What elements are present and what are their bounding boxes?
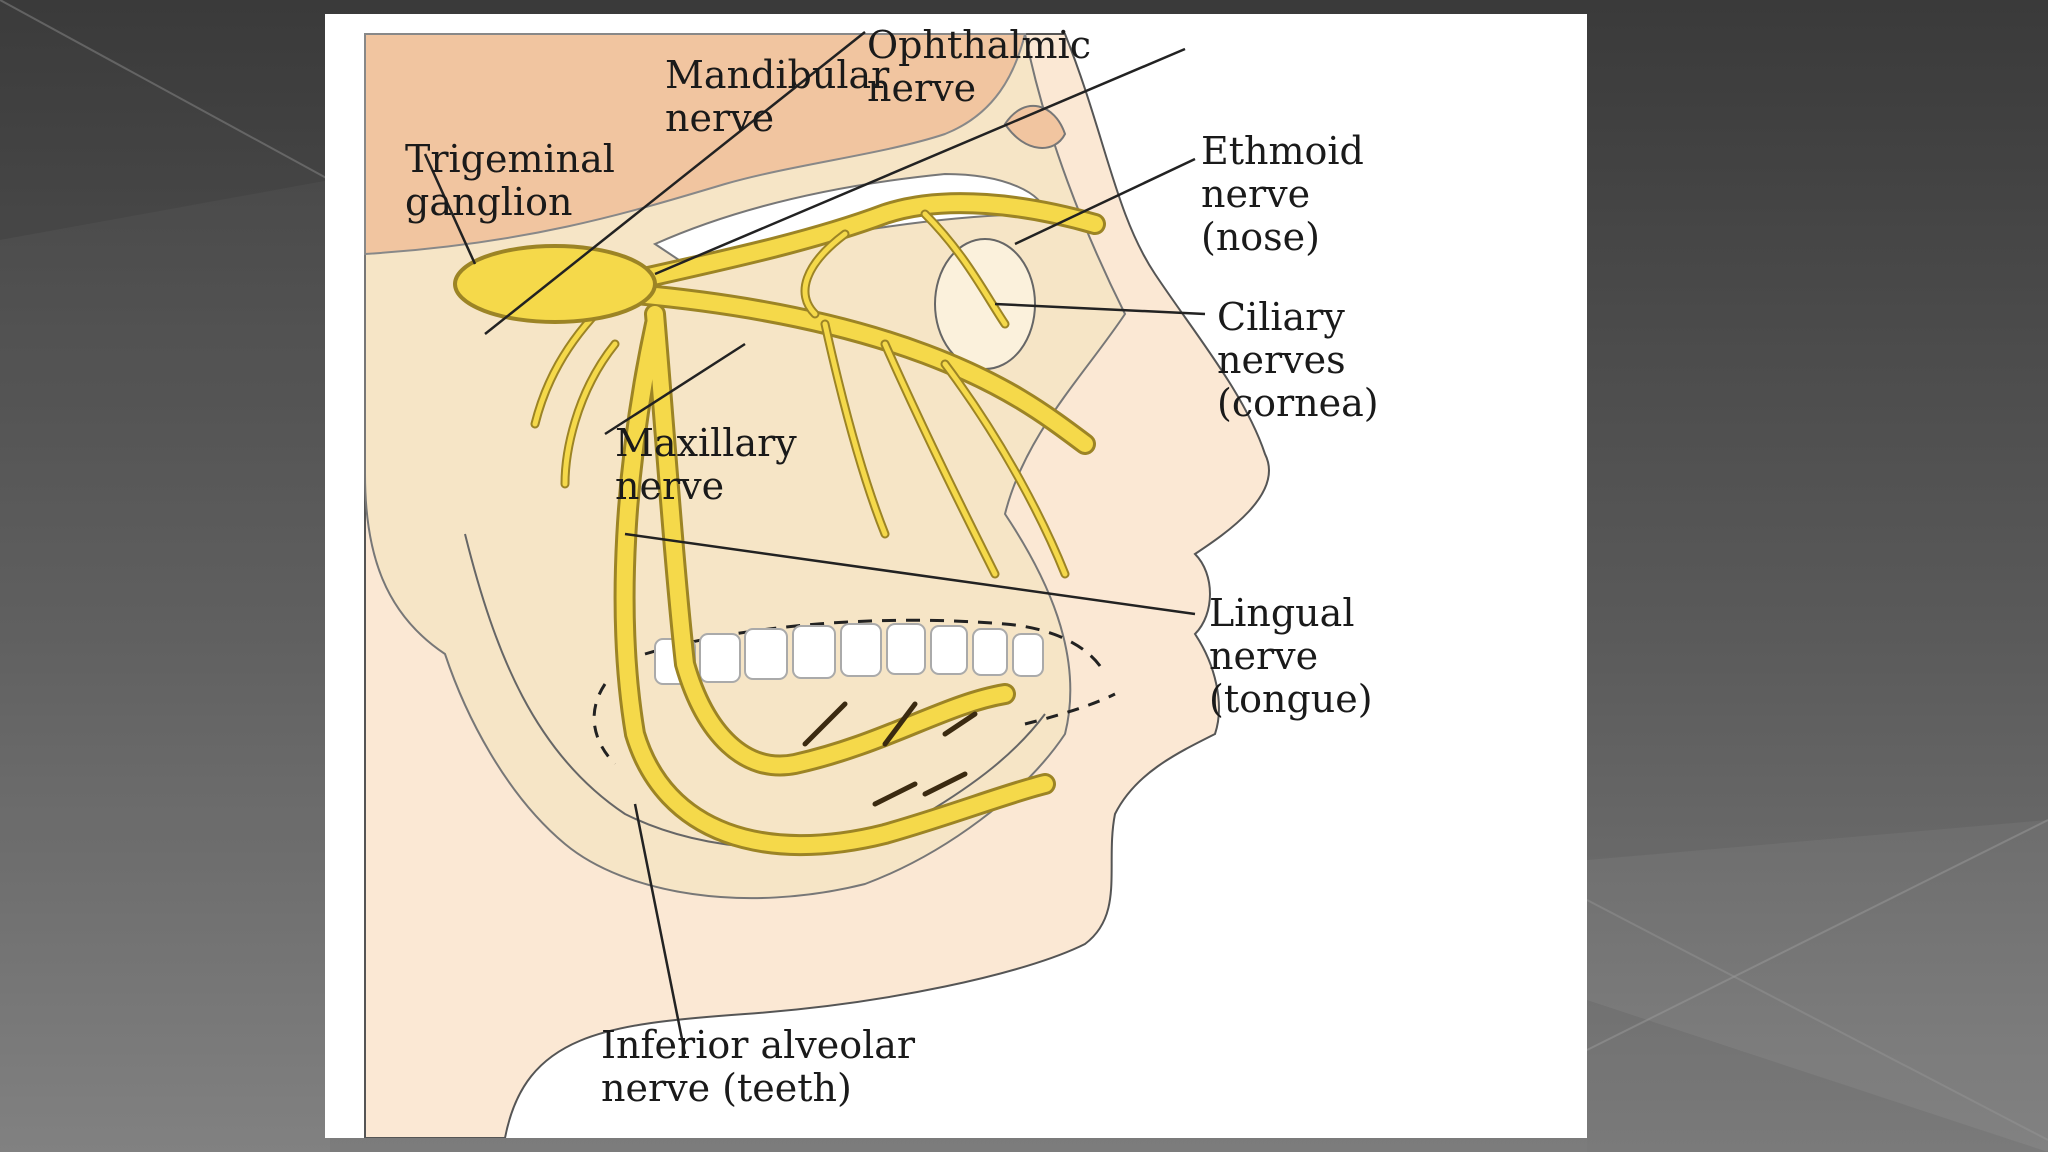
label-lingual-nerve: Lingual nerve (tongue) bbox=[1209, 591, 1373, 721]
nerve-branches bbox=[453, 192, 1106, 857]
trigeminal-nerve-illustration bbox=[364, 31, 1270, 1138]
teeth bbox=[654, 623, 1044, 685]
label-mandibular-nerve: Mandibular nerve bbox=[665, 53, 890, 140]
mandible bbox=[464, 533, 1046, 849]
label-ciliary-nerves: Ciliary nerves (cornea) bbox=[1217, 295, 1379, 425]
teeth-line-lower bbox=[592, 683, 617, 766]
label-inferior-alveolar-nerve: Inferior alveolar nerve (teeth) bbox=[601, 1023, 916, 1110]
brain-region bbox=[364, 33, 1027, 256]
teeth-line-front bbox=[1024, 692, 1116, 726]
leader-lines bbox=[423, 31, 1206, 1055]
label-ethmoid-nerve: Ethmoid nerve (nose) bbox=[1201, 129, 1364, 259]
label-ophthalmic-nerve: Ophthalmic nerve bbox=[867, 23, 1091, 110]
diagram-panel: Ophthalmic nerve Mandibular nerve Trigem… bbox=[325, 14, 1587, 1138]
frontal-sinus bbox=[1003, 104, 1067, 149]
label-trigeminal-ganglion: Trigeminal ganglion bbox=[405, 137, 615, 224]
label-maxillary-nerve: Maxillary nerve bbox=[615, 421, 797, 508]
